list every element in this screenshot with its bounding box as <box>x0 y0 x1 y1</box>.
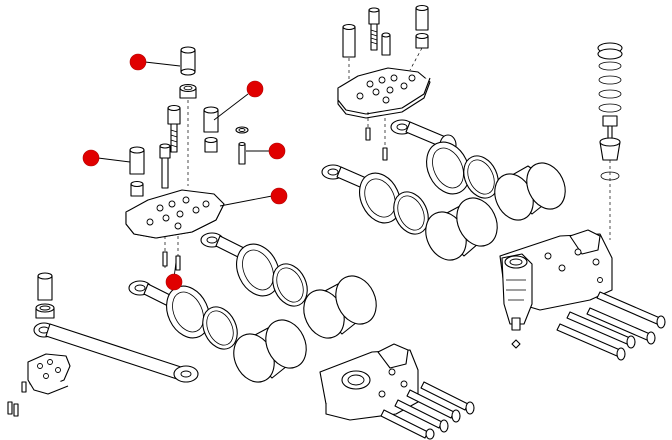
left-manifold-block <box>125 189 225 239</box>
bottom-pump-head <box>319 343 419 421</box>
lower-left-parts <box>7 272 475 440</box>
check-valve-stack <box>597 42 623 181</box>
callout-marker-manifold[interactable] <box>270 187 288 205</box>
guide-sleeve <box>203 106 219 153</box>
left-piston-1 <box>303 275 377 339</box>
callout-marker-bolt-sleeve[interactable] <box>82 149 100 167</box>
left-piston-2 <box>233 319 307 383</box>
bottom-bolts <box>380 381 475 440</box>
long-link-bar <box>33 322 199 383</box>
socket-bolt <box>167 104 181 153</box>
top-bolt <box>368 7 380 51</box>
top-pin-right <box>415 4 429 49</box>
upper-seal-ring-1 <box>426 141 470 195</box>
right-pump-head <box>499 229 613 331</box>
upper-manifold-block <box>337 67 431 119</box>
left-seal-ring-1 <box>236 243 280 297</box>
upper-seal-ring-2 <box>463 155 499 199</box>
left-seal-ring-4 <box>202 306 238 350</box>
bolt-sleeve-left <box>129 146 145 197</box>
left-seal-ring-2 <box>272 263 308 307</box>
callout-marker-sleeve[interactable] <box>246 80 264 98</box>
bottom-sleeve <box>35 272 55 319</box>
callout-marker-pin[interactable] <box>268 142 286 160</box>
upper-right-assembly <box>321 4 666 361</box>
small-block-left <box>7 353 71 417</box>
top-pin-left <box>342 23 356 58</box>
upper-seal-ring-3 <box>359 172 401 224</box>
top-pin-small <box>381 32 391 56</box>
upper-left-parts <box>125 46 377 383</box>
callout-marker-cap[interactable] <box>129 53 147 71</box>
small-bolt-left <box>159 143 171 189</box>
callout-markers <box>82 53 288 291</box>
upper-piston-2 <box>425 197 498 261</box>
right-bolts <box>556 291 666 361</box>
upper-piston-1 <box>494 162 566 221</box>
small-pin-washer <box>235 126 249 165</box>
upper-seal-ring-4 <box>393 191 429 235</box>
seal-washer <box>179 83 197 99</box>
cap-sleeve <box>180 46 196 76</box>
callout-marker-lower-pin[interactable] <box>165 273 183 291</box>
